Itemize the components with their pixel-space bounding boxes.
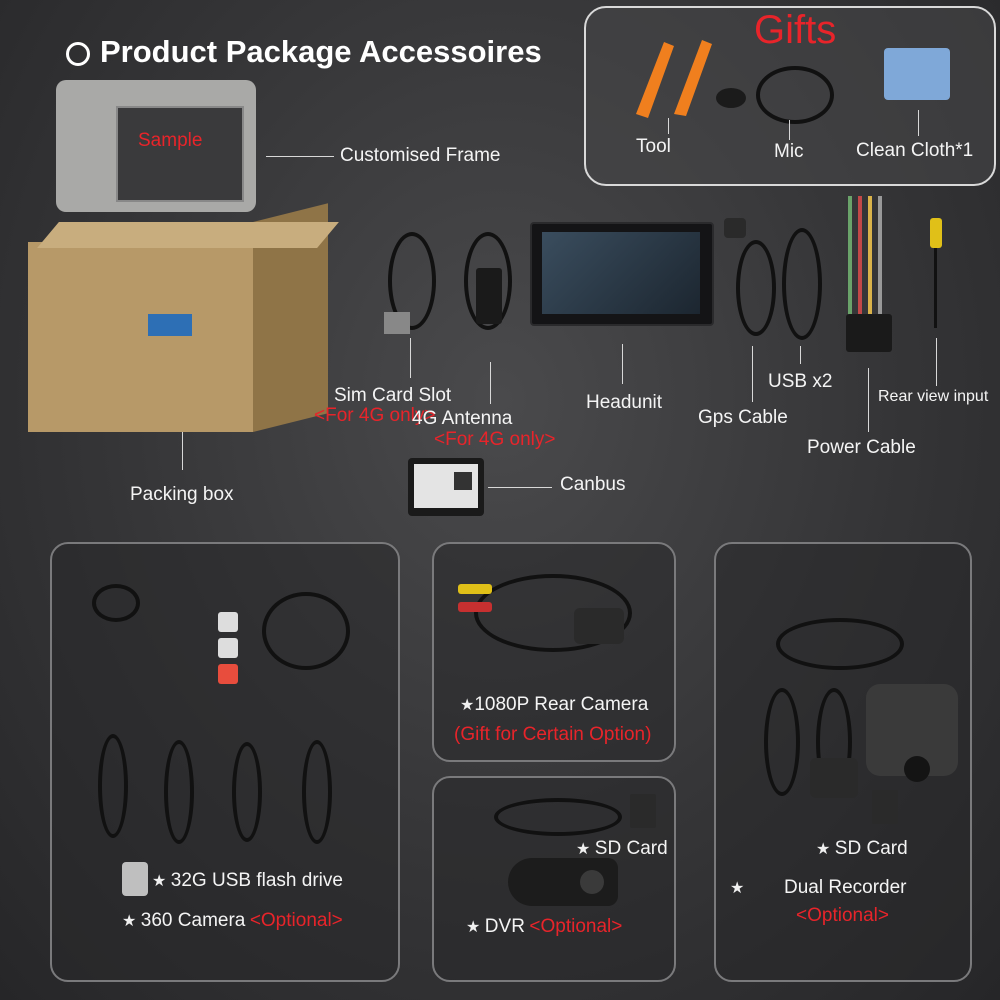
sim-card-slot-label: Sim Card Slot [334, 385, 452, 406]
power-harness-image [838, 196, 898, 356]
dvr-row: ★ DVR <Optional> [466, 916, 622, 938]
gift-mic-label: Mic [774, 141, 804, 162]
page-title: Product Package Accessoires [100, 34, 542, 69]
gps-cable-image [736, 240, 776, 336]
canbus-module-image [408, 458, 484, 516]
star-icon: ★ [576, 841, 591, 858]
rear-view-label: Rear view input [878, 388, 989, 405]
camera360-optional: <Optional> [249, 910, 343, 931]
gift-tool-label: Tool [636, 136, 671, 157]
frame-image: Sample [56, 80, 256, 212]
rear-camera-icon [810, 758, 858, 798]
rear-camera-label: 1080P Rear Camera [474, 694, 649, 715]
sd-card-icon [630, 794, 656, 828]
usb-drive-label: 32G USB flash drive [170, 870, 343, 891]
rear-camera-row: ★1080P Rear Camera [460, 694, 648, 716]
packing-box-label: Packing box [130, 484, 234, 505]
dual-recorder-label: Dual Recorder [784, 877, 907, 898]
panel-rear-camera: ★1080P Rear Camera (Gift for Certain Opt… [432, 542, 676, 762]
rca-connector-icon [930, 218, 942, 248]
antenna-cable-image [464, 232, 512, 330]
dual-recorder-optional: <Optional> [796, 905, 889, 926]
dvr-label: DVR [484, 916, 525, 937]
frame-label: Customised Frame [340, 145, 501, 166]
gift-cloth-label: Clean Cloth*1 [856, 140, 974, 161]
dual-sd-row: ★ SD Card [816, 838, 908, 860]
rear-camera-note: (Gift for Certain Option) [454, 724, 652, 745]
headunit-image [530, 222, 714, 326]
dvr-sd-row: ★ SD Card [576, 838, 668, 860]
panel-dvr: ★ SD Card ★ DVR <Optional> [432, 776, 676, 982]
canbus-label: Canbus [560, 474, 626, 495]
frame-sample-text: Sample [138, 130, 203, 151]
pry-tool-icon [636, 40, 712, 118]
sim-note: <For 4G only> [314, 405, 436, 426]
cloth-icon [884, 48, 950, 100]
antenna-label: 4G Antenna [412, 408, 513, 429]
dual-sd-label: SD Card [834, 838, 908, 859]
dvr-sd-label: SD Card [594, 838, 668, 859]
camera360-label: 360 Camera [140, 910, 246, 931]
star-icon: ★ [816, 841, 831, 858]
gps-cable-label: Gps Cable [698, 407, 788, 428]
dvr-optional: <Optional> [529, 916, 623, 937]
power-cable-label: Power Cable [807, 437, 916, 458]
rear-camera-icon [574, 608, 624, 644]
gps-antenna-icon [724, 218, 746, 238]
mic-icon [716, 88, 746, 108]
sd-card-icon [872, 790, 898, 824]
panel-dual-recorder: ★ SD Card ★ Dual Recorder <Optional> [714, 542, 972, 982]
packing-box-image [28, 203, 339, 432]
usb-label: USB x2 [768, 371, 833, 392]
panel-360-camera: ★ 32G USB flash drive ★ 360 Camera <Opti… [50, 542, 400, 982]
dual-star: ★ [730, 878, 744, 898]
star-icon: ★ [122, 913, 137, 930]
headunit-label: Headunit [586, 392, 663, 413]
usb-cable-image [782, 228, 822, 340]
title-bullet-icon [66, 42, 90, 66]
antenna-note: <For 4G only> [434, 429, 556, 450]
gifts-box: Gifts Tool Mic Clean Cloth*1 [584, 6, 996, 186]
star-icon: ★ [466, 919, 481, 936]
star-icon: ★ [730, 880, 745, 897]
gifts-heading: Gifts [754, 8, 837, 52]
usb-drive-icon [122, 862, 148, 896]
usb-drive-row: ★ 32G USB flash drive [152, 870, 343, 892]
star-icon: ★ [460, 697, 475, 714]
star-icon: ★ [152, 873, 167, 890]
camera360-row: ★ 360 Camera <Optional> [122, 910, 343, 932]
sim-cable-image [388, 232, 436, 330]
